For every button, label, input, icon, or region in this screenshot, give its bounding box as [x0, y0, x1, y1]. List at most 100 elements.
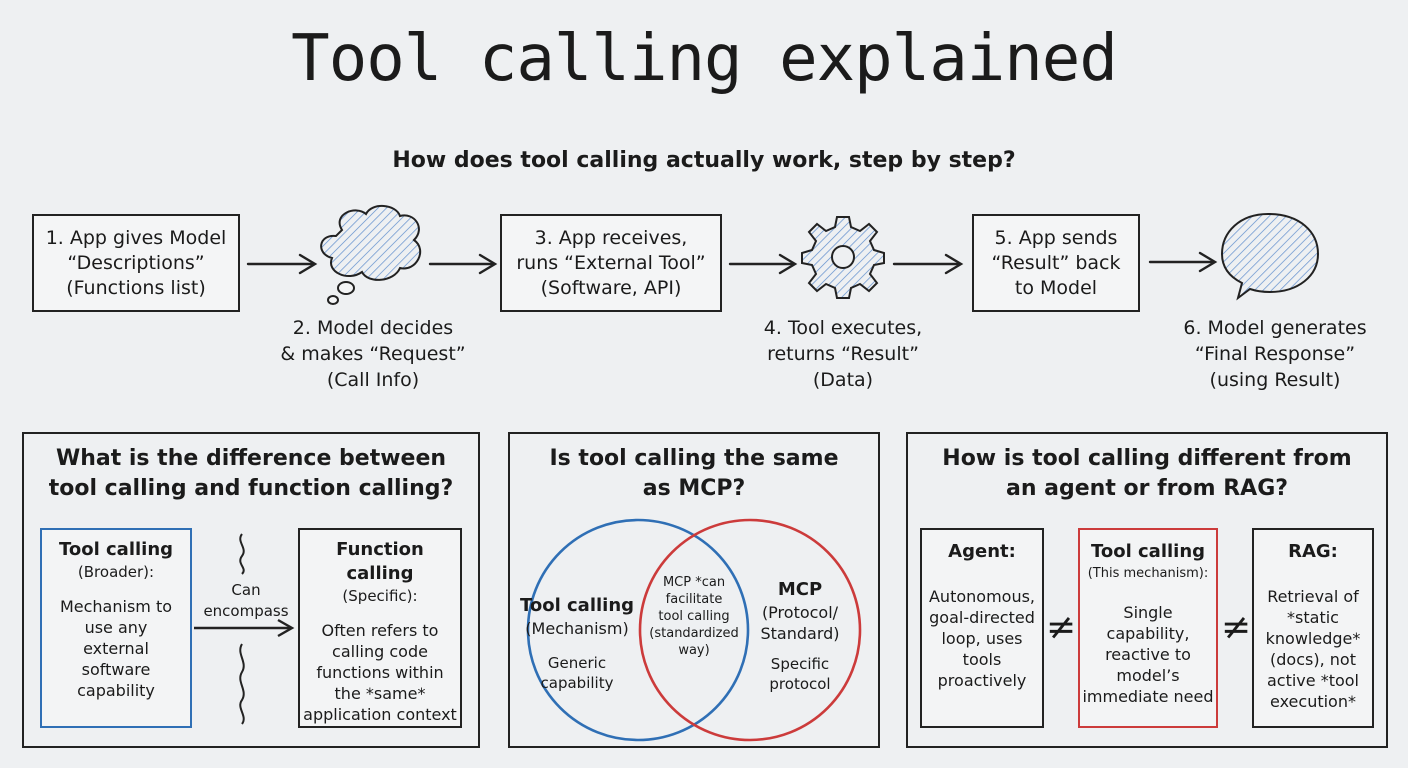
venn-right-sub-1: (Protocol/ [761, 603, 839, 622]
function-calling-box: Function calling (Specific): Often refer… [298, 528, 462, 728]
panel-1-title-line-1: What is the difference between [55, 446, 447, 471]
fn-body-3: functions within [316, 663, 444, 682]
venn-left-label: Tool calling (Mechanism) Generic capabil… [518, 594, 636, 693]
step-4-line-3: (Data) [812, 369, 874, 391]
rag-body-4: (docs), not [1270, 650, 1356, 669]
agent-body-4: tools [962, 650, 1002, 669]
arrow-3-4 [728, 253, 798, 275]
step-6-line-1: 6. Model generates [1183, 317, 1367, 339]
tool-mech-body-1: Single [1123, 603, 1173, 622]
panel-1-title-line-2: tool calling and function calling? [48, 476, 454, 501]
step-1-line-3: (Functions list) [66, 276, 206, 299]
arrow-5-6 [1148, 251, 1218, 273]
tool-mech-body-2: capability, [1106, 624, 1190, 643]
step-1-box: 1. App gives Model “Descriptions” (Funct… [32, 214, 240, 312]
step-4-line-1: 4. Tool executes, [763, 317, 923, 339]
arrow-1-2 [246, 253, 318, 275]
tool-calling-sub: (Broader): [77, 563, 155, 581]
venn-mid-3: tool calling [658, 609, 730, 624]
panel-2-title-line-1: Is tool calling the same [549, 446, 839, 471]
agent-body-2: goal-directed [929, 608, 1035, 627]
encompass-label: Can encompass [192, 580, 300, 622]
step-5-box: 5. App sends “Result” back to Model [972, 214, 1140, 312]
not-equal-sign-1: ≠ [1045, 607, 1077, 648]
venn-overlap-label: MCP *can facilitate tool calling (standa… [646, 574, 742, 659]
venn-circle-tool-calling [526, 518, 750, 742]
fn-body-2: calling code [332, 642, 428, 661]
venn-circle-mcp [638, 518, 862, 742]
rag-body-5: active *tool [1266, 671, 1359, 690]
function-calling-sub: (Specific): [342, 587, 418, 605]
encompass-line-1: Can [231, 581, 261, 599]
venn-right-label: MCP (Protocol/ Standard) Specific protoc… [746, 578, 854, 694]
step-3-box: 3. App receives, runs “External Tool” (S… [500, 214, 722, 312]
step-5-line-3: to Model [1014, 276, 1098, 299]
step-6-line-3: (using Result) [1209, 369, 1341, 391]
page-subtitle: How does tool calling actually work, ste… [392, 148, 1016, 173]
venn-left-sub: (Mechanism) [525, 619, 629, 638]
panel-tool-vs-mcp: Is tool calling the same as MCP? Tool ca… [508, 432, 880, 748]
venn-left-body-1: Generic [547, 654, 607, 672]
agent-body-5: proactively [937, 671, 1027, 690]
tool-calling-broader-box: Tool calling (Broader): Mechanism to use… [40, 528, 192, 728]
venn-diagram [526, 518, 862, 742]
step-5-line-2: “Result” back [991, 251, 1121, 274]
tool-body-5: capability [77, 681, 155, 700]
venn-mid-5: way) [678, 643, 710, 658]
step-4-line-2: returns “Result” [767, 343, 919, 365]
function-calling-body: Often refers to calling code functions w… [300, 620, 460, 725]
thought-cloud-icon [320, 205, 421, 305]
panel-2-title-line-2: as MCP? [642, 476, 746, 501]
tool-mech-heading: Tool calling [1090, 541, 1206, 562]
step-2-label: 2. Model decides & makes “Request” (Call… [268, 315, 478, 393]
rag-body-2: *static [1287, 608, 1339, 627]
venn-right-body: Specific protocol [746, 654, 854, 694]
venn-left-body-2: capability [540, 674, 614, 692]
agent-body-3: loop, uses [941, 629, 1023, 648]
agent-body: Autonomous, goal-directed loop, uses too… [922, 586, 1042, 691]
page-title: Tool calling explained [291, 22, 1118, 96]
panel-tool-vs-function: What is the difference between tool call… [22, 432, 480, 748]
step-5-line-1: 5. App sends [994, 226, 1118, 249]
step-1-line-2: “Descriptions” [67, 251, 205, 274]
rag-heading: RAG: [1288, 541, 1338, 562]
venn-right-heading: MCP [777, 579, 823, 600]
panel-2-title: Is tool calling the same as MCP? [510, 444, 878, 504]
panel-1-title: What is the difference between tool call… [24, 444, 478, 504]
tool-calling-heading: Tool calling [58, 539, 174, 560]
step-6-label: 6. Model generates “Final Response” (usi… [1172, 315, 1378, 393]
step-2-line-3: (Call Info) [326, 369, 420, 391]
panel-3-title-line-2: an agent or from RAG? [1005, 476, 1289, 501]
arrow-4-5 [892, 253, 964, 275]
tool-calling-body: Mechanism to use any external software c… [42, 596, 190, 701]
rag-box: RAG: Retrieval of *static knowledge* (do… [1252, 528, 1374, 728]
fn-body-4: the *same* [334, 684, 426, 703]
function-calling-heading: Function calling [336, 539, 424, 584]
step-3-line-2: runs “External Tool” [516, 251, 706, 274]
encompass-line-2: encompass [203, 602, 289, 620]
rag-body: Retrieval of *static knowledge* (docs), … [1254, 586, 1372, 712]
fn-body-5: application context [303, 705, 457, 724]
venn-right-sub-2: Standard) [760, 624, 840, 643]
tool-body-4: software [81, 660, 151, 679]
tool-mech-body: Single capability, reactive to model’s i… [1080, 602, 1216, 707]
rag-body-1: Retrieval of [1267, 587, 1359, 606]
step-6-line-2: “Final Response” [1194, 343, 1356, 365]
venn-mid-2: facilitate [665, 592, 723, 607]
venn-mid-4: (standardized [649, 626, 739, 641]
panel-3-title: How is tool calling different from an ag… [908, 444, 1386, 504]
venn-left-body: Generic capability [518, 653, 636, 693]
tool-mech-body-3: reactive to [1105, 645, 1191, 664]
agent-body-1: Autonomous, [928, 587, 1035, 606]
step-1-line-1: 1. App gives Model [45, 226, 227, 249]
venn-left-heading: Tool calling [519, 595, 635, 616]
not-equal-sign-2: ≠ [1220, 607, 1252, 648]
speech-bubble-icon [1220, 212, 1320, 301]
tool-mech-body-5: immediate need [1082, 687, 1214, 706]
arrow-2-3 [428, 253, 498, 275]
fn-body-1: Often refers to [321, 621, 439, 640]
tool-mech-sub: (This mechanism): [1087, 566, 1209, 581]
rag-body-3: knowledge* [1265, 629, 1361, 648]
venn-mid-1: MCP *can [662, 575, 726, 590]
